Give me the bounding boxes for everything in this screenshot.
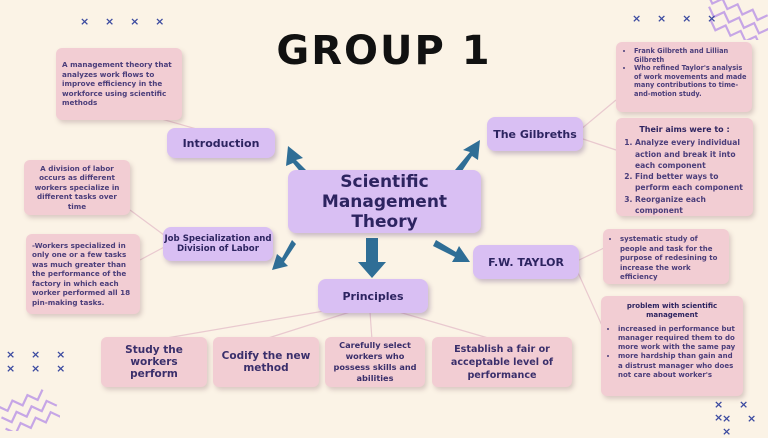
taylor-node: F.W. TAYLOR bbox=[473, 245, 579, 279]
introduction-node: Introduction bbox=[167, 128, 275, 158]
x-marks-bottom-left-2: × × × bbox=[6, 362, 72, 375]
gilbreths-aims-note: Their aims were to : Analyze every indiv… bbox=[616, 118, 753, 216]
zigzag-icon-top-right bbox=[706, 0, 768, 40]
central-topic-line2: Management Theory bbox=[321, 191, 448, 232]
principle-item-4: Establish a fair or acceptable level of … bbox=[432, 337, 572, 387]
taylor-problem-heading: problem with scientific management bbox=[626, 302, 718, 320]
x-marks-bottom-left-1: × × × bbox=[6, 348, 72, 361]
taylor-problem-item: more hardship than gain and a distrust m… bbox=[618, 352, 738, 380]
taylor-study-note: systematic study of people and task for … bbox=[603, 229, 729, 284]
introduction-note-text: A management theory that analyzes work f… bbox=[62, 60, 172, 108]
arrow-icons bbox=[272, 140, 480, 278]
central-topic-line1: Scientific bbox=[340, 171, 429, 192]
specialization-node: Job Specialization and Division of Labor bbox=[163, 227, 273, 261]
principles-node: Principles bbox=[318, 279, 428, 313]
gilbreths-aims-heading: Their aims were to : bbox=[639, 125, 730, 134]
specialization-label-2: Division of Labor bbox=[177, 244, 259, 254]
gilbreths-bio-item: Frank Gilbreth and Lillian Gilbreth bbox=[634, 47, 747, 64]
taylor-study-item: systematic study of people and task for … bbox=[620, 235, 724, 283]
gilbreths-label: The Gilbreths bbox=[493, 127, 577, 141]
taylor-problem-note: problem with scientific management incre… bbox=[601, 296, 743, 396]
specialization-note-1-text: A division of labor occurs as different … bbox=[34, 163, 120, 211]
taylor-label: F.W. TAYLOR bbox=[488, 255, 564, 269]
x-marks-bottom-right-1: × × × bbox=[714, 398, 755, 424]
principle-item-2: Codify the new method bbox=[213, 337, 319, 387]
principle-item-4-text: Establish a fair or acceptable level of … bbox=[450, 343, 554, 381]
principle-item-2-text: Codify the new method bbox=[221, 350, 311, 374]
gilbreths-aim-item: Reorganize each component bbox=[635, 194, 748, 217]
introduction-label: Introduction bbox=[182, 136, 260, 150]
specialization-note-2-text: -Workers specialized in only one or a fe… bbox=[32, 241, 131, 307]
page-title: GROUP 1 bbox=[276, 28, 492, 74]
zigzag-icon-bottom-left bbox=[0, 389, 60, 431]
introduction-note: A management theory that analyzes work f… bbox=[56, 48, 182, 120]
specialization-label-1: Job Specialization and bbox=[164, 234, 272, 244]
principle-item-1: Study the workers perform bbox=[101, 337, 207, 387]
gilbreths-bio-item: Who refined Taylor's analysis of work mo… bbox=[634, 64, 747, 98]
principle-item-3: Carefully select workers who possess ski… bbox=[325, 337, 425, 387]
specialization-note-1: A division of labor occurs as different … bbox=[24, 160, 130, 215]
principle-item-3-text: Carefully select workers who possess ski… bbox=[333, 340, 417, 383]
specialization-note-2: -Workers specialized in only one or a fe… bbox=[26, 234, 140, 314]
taylor-problem-item: increased in performance but manager req… bbox=[618, 325, 738, 353]
principle-item-1-text: Study the workers perform bbox=[125, 344, 183, 380]
gilbreths-aim-item: Find better ways to perform each compone… bbox=[635, 171, 748, 194]
x-marks-top-right: × × × × bbox=[632, 12, 723, 25]
principles-label: Principles bbox=[342, 289, 404, 303]
gilbreths-node: The Gilbreths bbox=[487, 117, 583, 151]
gilbreths-aim-item: Analyze every individual action and brea… bbox=[635, 137, 748, 171]
gilbreths-bio-note: Frank Gilbreth and Lillian Gilbreth Who … bbox=[616, 42, 752, 112]
x-marks-top-left: × × × × bbox=[80, 15, 171, 28]
central-topic-node: Scientific Management Theory bbox=[288, 170, 481, 233]
